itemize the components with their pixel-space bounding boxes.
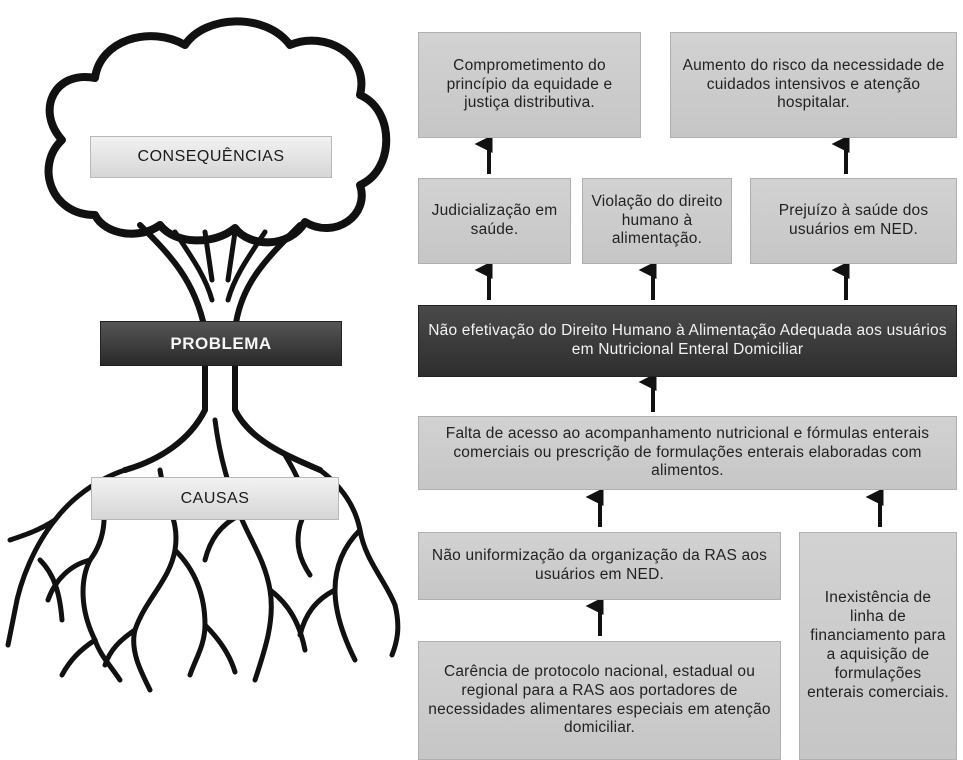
cause-ras-box: Não uniformização da organização da RAS … (418, 532, 781, 600)
cause-access-box: Falta de acesso ao acompanhamento nutric… (418, 416, 957, 490)
consequence-health-damage-box: Prejuízo à saúde dos usuários em NED. (750, 178, 957, 264)
cause-financing-box: Inexistência de linha de financiamento p… (799, 532, 957, 760)
consequence-equity-box: Comprometimento do princípio da equidade… (418, 32, 641, 138)
consequence-right-violation-box: Violação do direito humano à alimentação… (582, 178, 732, 264)
problem-label: PROBLEMA (100, 321, 342, 366)
consequence-intensive-care-box: Aumento do risco da necessidade de cuida… (670, 32, 957, 138)
problem-box: Não efetivação do Direito Humano à Alime… (418, 305, 957, 377)
cause-protocol-box: Carência de protocolo nacional, estadual… (418, 641, 781, 760)
consequence-judicialization-box: Judicialização em saúde. (418, 178, 571, 264)
tree-canopy (44, 17, 391, 247)
causes-label: CAUSAS (91, 477, 339, 520)
consequences-label: CONSEQUÊNCIAS (90, 136, 332, 178)
